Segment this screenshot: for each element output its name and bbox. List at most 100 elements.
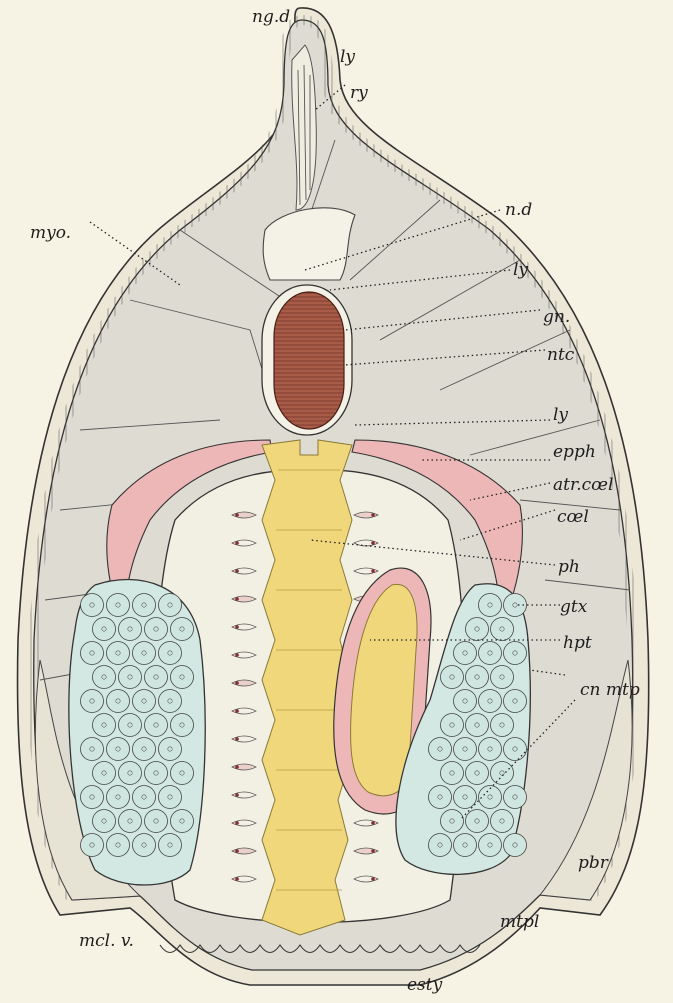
label-myo: myo. [30, 223, 71, 243]
gonad-cell [133, 834, 156, 857]
label-esty: esty [407, 975, 443, 995]
gonad-cell [504, 690, 527, 713]
gonad-cell [466, 714, 489, 737]
gill-bar-vessel [371, 877, 375, 881]
label-coel: cœl [557, 507, 589, 527]
gonad-cell [119, 666, 142, 689]
gill-bar-vessel [235, 625, 239, 629]
label-hpt: hpt [563, 633, 592, 653]
gill-bar-vessel [235, 793, 239, 797]
gill-bar-vessel [235, 513, 239, 517]
gonad-cell [441, 810, 464, 833]
gonad-cell [107, 594, 130, 617]
gill-bar-vessel [235, 653, 239, 657]
gonad-cell [504, 834, 527, 857]
gonad-cell [429, 738, 452, 761]
gonad-cell [479, 594, 502, 617]
gill-bar-vessel [235, 569, 239, 573]
gonad-cell [145, 666, 168, 689]
gonad-cell [159, 738, 182, 761]
gonad-cell [491, 762, 514, 785]
gonad-cell [107, 738, 130, 761]
label-ry: ry [350, 83, 368, 103]
gonad-cell [93, 666, 116, 689]
gill-bar-vessel [371, 569, 375, 573]
gonad-cell [454, 834, 477, 857]
label-mclv: mcl. v. [79, 931, 134, 951]
label-nd: n.d [505, 200, 532, 220]
gonad-cell [171, 762, 194, 785]
gonad-cell [504, 738, 527, 761]
gill-bar-vessel [235, 849, 239, 853]
gonad-cell [466, 666, 489, 689]
gonad-cell [454, 690, 477, 713]
label-gn: gn. [543, 307, 570, 327]
gonad-cell [491, 618, 514, 641]
label-epph: epph [553, 442, 596, 462]
label-ly-mid: ly [513, 260, 528, 280]
gill-bar-vessel [235, 709, 239, 713]
gonad-cell [133, 642, 156, 665]
gonad-cell [159, 642, 182, 665]
gonad-cell [466, 810, 489, 833]
gonad-cell [93, 810, 116, 833]
gonad-cell [454, 738, 477, 761]
gonad-cell [81, 786, 104, 809]
gonad-cell [145, 810, 168, 833]
gonad-cell [491, 714, 514, 737]
label-ly-top: ly [340, 47, 355, 67]
label-pbr: pbr [578, 853, 609, 873]
gonad-cell [479, 834, 502, 857]
gonad-cell [466, 618, 489, 641]
label-ngd: ng.d [252, 7, 290, 27]
label-ntc: ntc [547, 345, 575, 365]
label-cnmtp: cn mtp [580, 680, 640, 700]
gill-bar-vessel [371, 849, 375, 853]
gonad-cell [479, 642, 502, 665]
gonad-cell [133, 594, 156, 617]
gonad-cell [93, 762, 116, 785]
gonad-cell [479, 786, 502, 809]
gonad-cell [429, 786, 452, 809]
gill-bar-vessel [235, 877, 239, 881]
gonad-cell [133, 786, 156, 809]
gill-bar-vessel [235, 541, 239, 545]
label-atrcoel: atr.cœl [553, 475, 613, 495]
gonad-cell [441, 714, 464, 737]
gonad-cell [107, 834, 130, 857]
notochord [274, 292, 344, 429]
gonad-cell [479, 738, 502, 761]
gonad-cell [81, 690, 104, 713]
gonad-cell [81, 642, 104, 665]
gonad-cell [133, 690, 156, 713]
gonad-cell [504, 786, 527, 809]
gonad-cell [504, 642, 527, 665]
gonad-cell [119, 810, 142, 833]
gonad-cell [145, 714, 168, 737]
gonad-cell [171, 666, 194, 689]
gonad-cell [81, 834, 104, 857]
gill-bar-vessel [371, 541, 375, 545]
gonad-cell [159, 690, 182, 713]
gill-bar-vessel [235, 597, 239, 601]
label-ph: ph [558, 557, 580, 577]
gill-bar-vessel [371, 821, 375, 825]
label-gtx: gtx [560, 597, 588, 617]
gill-bar-vessel [235, 681, 239, 685]
gonad-cell [454, 642, 477, 665]
gonad-cell [159, 786, 182, 809]
gonad-cell [171, 810, 194, 833]
label-ly-low: ly [553, 405, 568, 425]
gonad-cell [133, 738, 156, 761]
gill-bar-vessel [235, 765, 239, 769]
gonad-cell [93, 618, 116, 641]
gonad-cell [454, 786, 477, 809]
gonad-cell [145, 618, 168, 641]
gonad-cell [145, 762, 168, 785]
gonad-cell [466, 762, 489, 785]
gonad-cell [171, 714, 194, 737]
gonad-cell [429, 834, 452, 857]
gill-bar-vessel [235, 821, 239, 825]
